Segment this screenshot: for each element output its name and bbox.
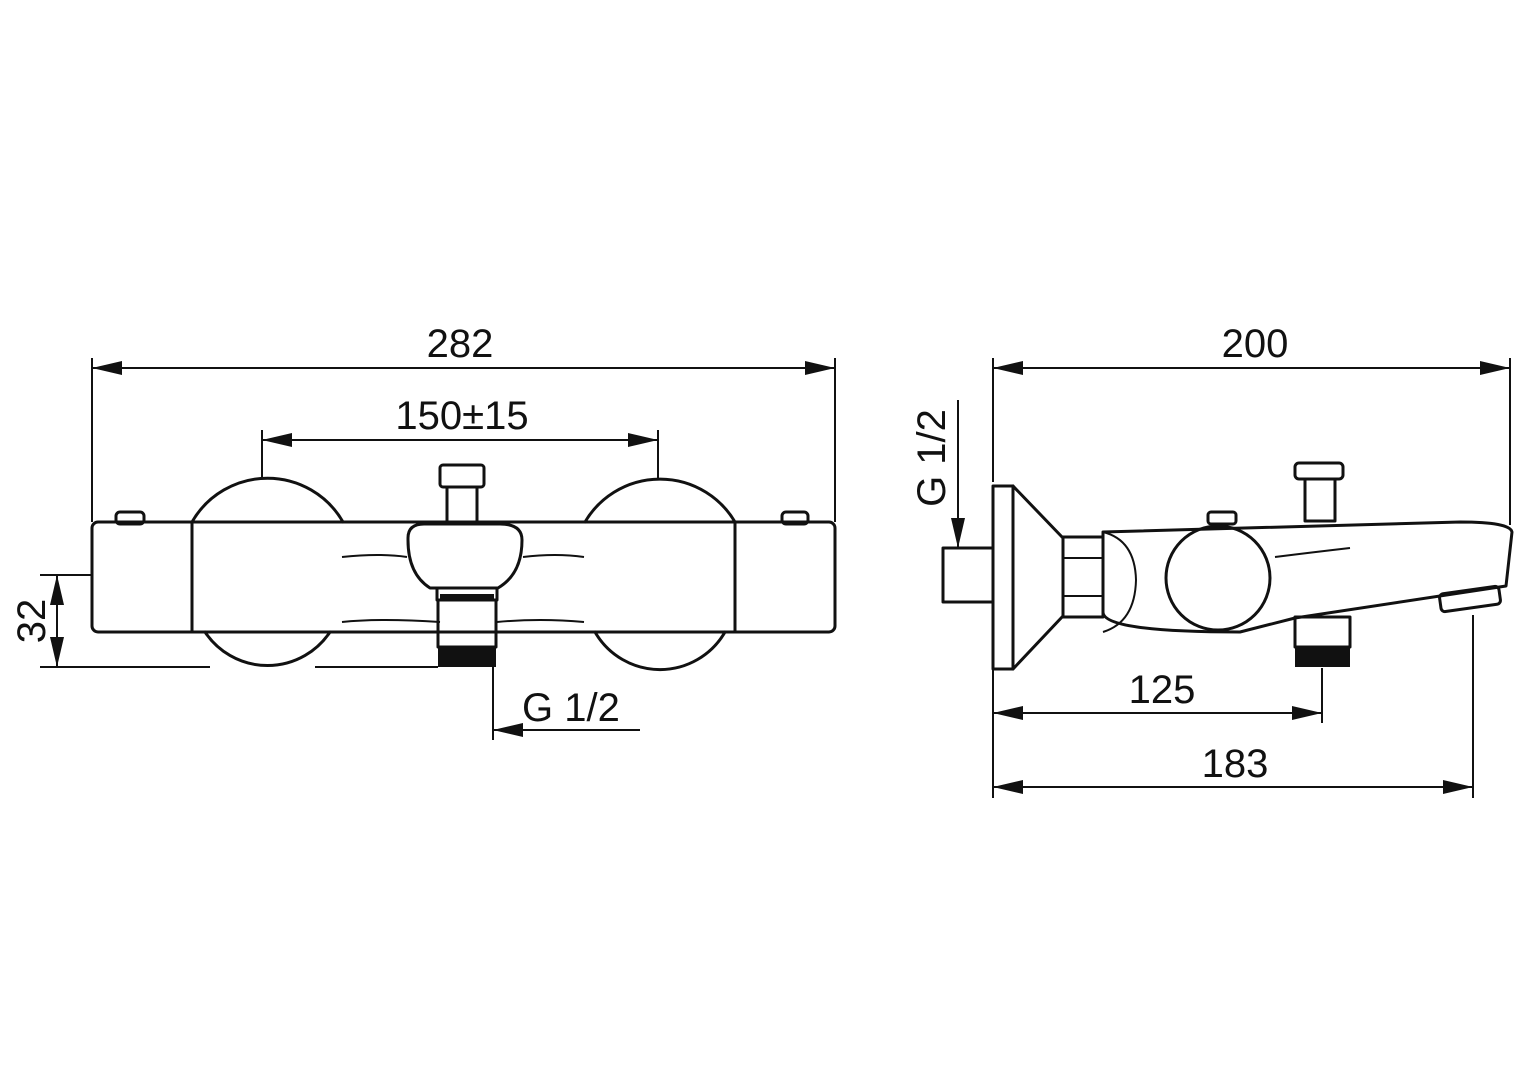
dimension-inlet-thread: G 1/2 (910, 409, 965, 548)
dim-200-label: 200 (1222, 322, 1289, 366)
dim-125-label: 125 (1129, 668, 1196, 712)
dimension-outlet-depth: 125 (993, 668, 1322, 720)
dimension-height: 32 (10, 575, 64, 667)
dim-32-label: 32 (10, 599, 54, 644)
dimension-overall-depth: 200 (993, 322, 1510, 375)
dimension-overall-width: 282 (92, 322, 835, 375)
outlet-thread-label: G 1/2 (522, 686, 620, 730)
dimension-center-distance: 150±15 (262, 394, 658, 447)
dim-183-label: 183 (1202, 742, 1269, 786)
dim-282-label: 282 (427, 322, 494, 366)
dimension-outlet-thread: G 1/2 (493, 686, 640, 737)
inlet-thread-label: G 1/2 (910, 409, 954, 507)
dimension-spout-depth: 183 (993, 742, 1473, 794)
front-view: 282 150±15 32 G 1/2 (10, 322, 837, 740)
dim-150-label: 150±15 (395, 394, 528, 438)
side-view: 200 G 1/2 125 183 (910, 322, 1514, 798)
